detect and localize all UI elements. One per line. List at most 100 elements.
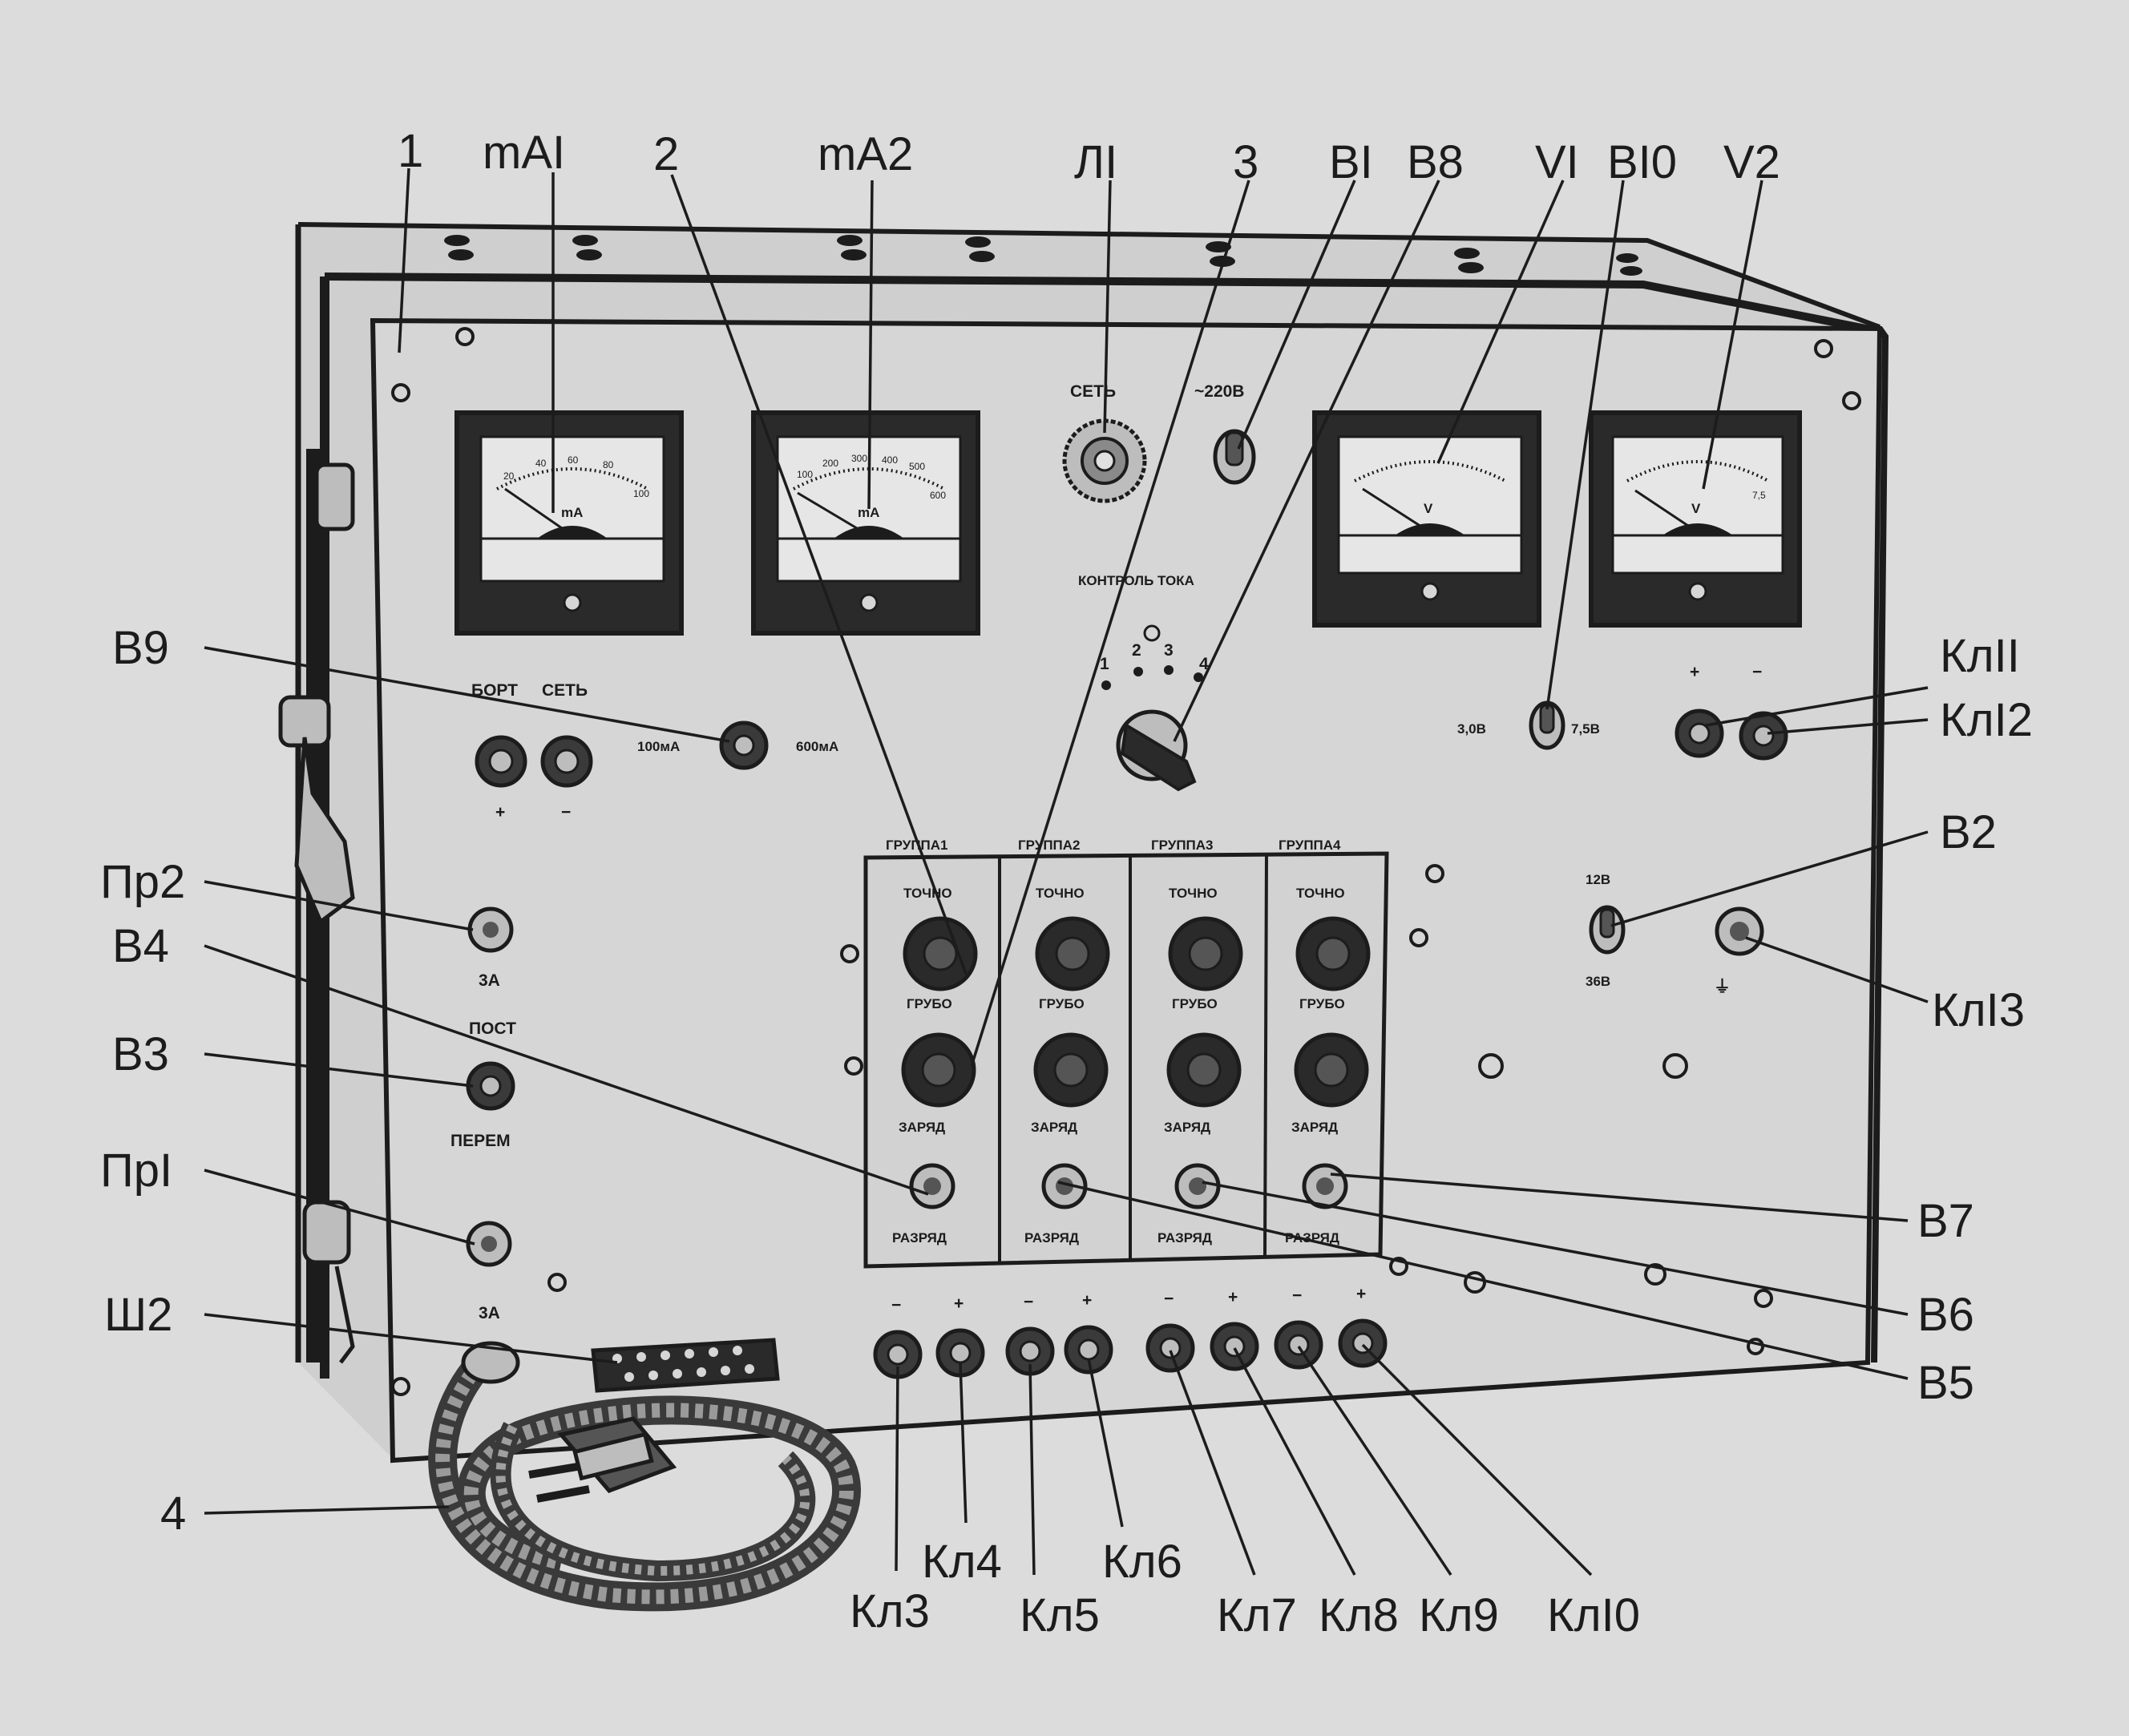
ma2-scale-400: 400 xyxy=(882,454,898,466)
callout-b8: B8 xyxy=(1407,136,1464,188)
fuse-pr2[interactable] xyxy=(467,906,514,953)
charge-switch-b5[interactable] xyxy=(1041,1163,1088,1209)
callout-kl11: КлII xyxy=(1940,630,2020,682)
callout-b1: BI xyxy=(1329,136,1373,188)
callout-b5: B5 xyxy=(1917,1357,1974,1409)
ma2-scale-300: 300 xyxy=(851,453,867,464)
knob-coarse-4[interactable] xyxy=(1294,1032,1369,1108)
callout-b10: BI0 xyxy=(1607,136,1677,188)
terminal-set[interactable] xyxy=(540,735,593,788)
label-zaryad-2: ЗАРЯД xyxy=(1031,1120,1077,1135)
ma2-scale-500: 500 xyxy=(909,461,925,472)
charge-switch-b7[interactable] xyxy=(1302,1163,1348,1209)
terminal-kl13[interactable] xyxy=(1715,906,1764,956)
output-terminal-kl6[interactable] xyxy=(1064,1325,1113,1375)
label-razryad-1: РАЗРЯД xyxy=(892,1230,947,1245)
label-12v: 12В xyxy=(1586,872,1610,887)
meter-ma1: mA 20 40 60 80 100 xyxy=(454,410,684,636)
knob-coarse-2[interactable] xyxy=(1033,1032,1109,1108)
ma2-scale-200: 200 xyxy=(822,458,838,469)
knob-fine-1[interactable] xyxy=(903,916,978,991)
ma1-scale-60: 60 xyxy=(568,454,579,466)
group-columns: ГРУППА1ТОЧНОГРУБОЗАРЯДРАЗРЯДГРУППА2ТОЧНО… xyxy=(886,838,1371,1245)
output-terminal-kl7[interactable] xyxy=(1145,1323,1195,1373)
connector-sh2[interactable] xyxy=(591,1338,780,1393)
v1-zero-adjust-icon[interactable] xyxy=(1420,582,1440,601)
fuse-pr1[interactable] xyxy=(466,1221,512,1267)
terminal-kl11[interactable] xyxy=(1675,709,1724,758)
ground-icon: ⏚ xyxy=(1714,978,1731,996)
label-plus-left: + xyxy=(495,803,505,822)
knob-fine-4[interactable] xyxy=(1295,916,1371,991)
ma1-scale-100: 100 xyxy=(633,488,649,499)
v2-unit-label: V xyxy=(1691,501,1701,516)
callout-b2: B2 xyxy=(1940,806,1997,858)
callout-v2: V2 xyxy=(1723,136,1780,188)
label-kontrol-toka: КОНТРОЛЬ ТОКА xyxy=(1078,573,1194,588)
group-title-3: ГРУППА3 xyxy=(1151,838,1214,853)
label-3a-bottom: 3А xyxy=(479,1304,500,1322)
callout-b3: B3 xyxy=(112,1028,169,1080)
meter-v1: V xyxy=(1312,410,1541,628)
ma1-zero-adjust-icon[interactable] xyxy=(563,593,582,612)
label-100ma: 100мА xyxy=(637,739,680,754)
v2-zero-adjust-icon[interactable] xyxy=(1688,582,1707,601)
output-terminal-kl8[interactable] xyxy=(1210,1322,1259,1371)
knob-fine-3[interactable] xyxy=(1168,916,1243,991)
label-tochno-4: ТОЧНО xyxy=(1296,886,1345,901)
meter-v2: V 7,5 xyxy=(1589,410,1802,628)
current-selector-b8[interactable] xyxy=(1101,624,1203,792)
callout-pr1: ПрI xyxy=(100,1145,172,1197)
callout-kl4: Кл4 xyxy=(922,1536,1002,1588)
ma1-scale-40: 40 xyxy=(535,458,547,469)
label-razryad-2: РАЗРЯД xyxy=(1024,1230,1079,1245)
selector-pos-3: 3 xyxy=(1164,641,1174,660)
toggle-switch-b2[interactable] xyxy=(1589,905,1626,955)
callout-1: 1 xyxy=(398,125,423,177)
switch-b3[interactable] xyxy=(466,1061,515,1111)
callout-sh2: Ш2 xyxy=(104,1289,172,1341)
output-terminals: −+−+−+−+ xyxy=(873,1285,1388,1379)
callout-ma1: mAI xyxy=(483,127,565,179)
group-title-2: ГРУППА2 xyxy=(1018,838,1081,853)
group-panel xyxy=(863,851,1389,1269)
ma1-scale-80: 80 xyxy=(603,459,614,470)
callout-2: 2 xyxy=(653,128,679,180)
callout-v1: VI xyxy=(1535,136,1579,188)
ma2-unit-label: mA xyxy=(858,505,879,520)
label-post: ПОСТ xyxy=(469,1019,516,1038)
toggle-switch-b10[interactable] xyxy=(1529,700,1565,750)
charge-switch-b4[interactable] xyxy=(909,1163,955,1209)
knob-coarse-3[interactable] xyxy=(1166,1032,1242,1108)
callout-b6: B6 xyxy=(1917,1289,1974,1341)
selector-pos-1: 1 xyxy=(1100,655,1109,673)
terminal-bort[interactable] xyxy=(475,735,527,788)
callout-b9: B9 xyxy=(112,622,169,674)
polarity-mark-3: − xyxy=(1024,1293,1033,1311)
selector-pos-2: 2 xyxy=(1132,641,1141,660)
charge-switch-b6[interactable] xyxy=(1174,1163,1221,1209)
toggle-switch-b1[interactable] xyxy=(1213,429,1256,485)
device-case xyxy=(295,222,1889,1463)
label-3a-top: 3А xyxy=(479,971,500,990)
range-switch-b9[interactable] xyxy=(719,721,769,770)
knob-coarse-1[interactable] xyxy=(901,1032,976,1108)
v1-unit-label: V xyxy=(1424,501,1433,516)
ma2-zero-adjust-icon[interactable] xyxy=(859,593,879,612)
callout-kl13: КлI3 xyxy=(1932,984,2025,1036)
callout-kl10: КлI0 xyxy=(1547,1589,1640,1641)
callout-3: 3 xyxy=(1233,136,1258,188)
ma2-scale-100: 100 xyxy=(797,469,813,480)
output-terminal-kl9[interactable] xyxy=(1274,1320,1323,1370)
label-zaryad-3: ЗАРЯД xyxy=(1164,1120,1210,1135)
knob-fine-2[interactable] xyxy=(1035,916,1110,991)
label-600ma: 600мА xyxy=(796,739,838,754)
terminal-kl12[interactable] xyxy=(1739,711,1788,761)
label-tochno-3: ТОЧНО xyxy=(1169,886,1218,901)
power-cable xyxy=(428,1353,861,1612)
callout-l1: ЛI xyxy=(1074,136,1117,188)
